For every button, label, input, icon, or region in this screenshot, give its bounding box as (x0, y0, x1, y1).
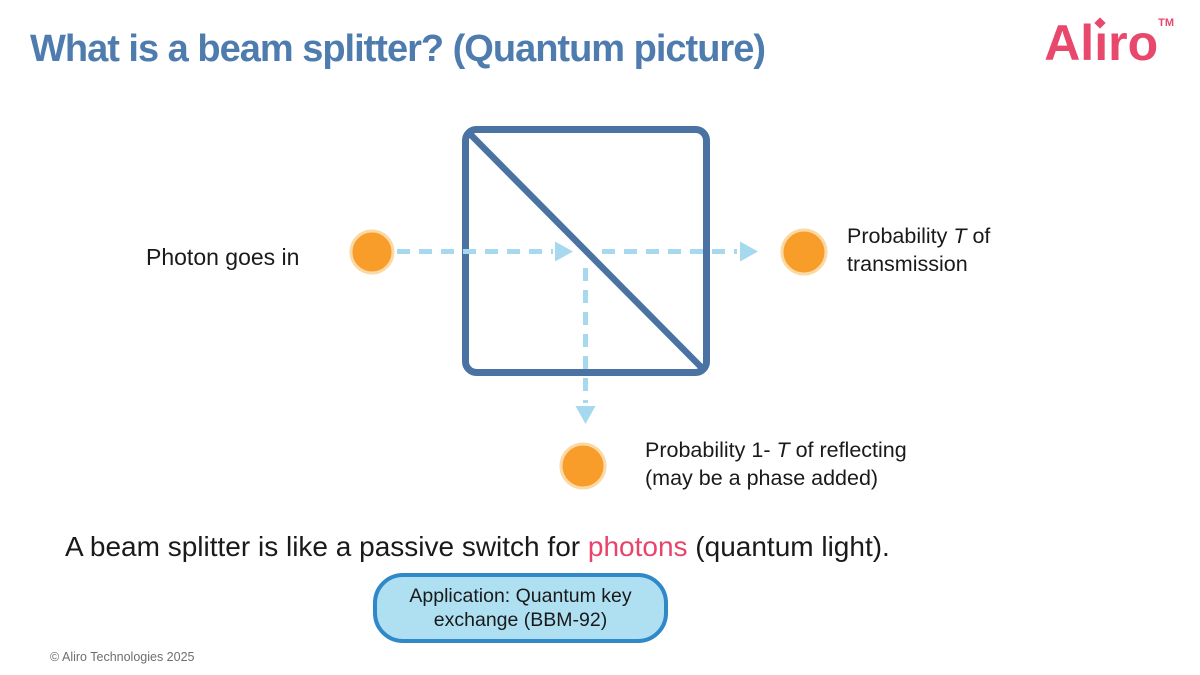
photon-reflected-dot-icon (559, 442, 607, 490)
summary-sentence: A beam splitter is like a passive switch… (65, 531, 890, 563)
photon-transmitted-dot-icon (780, 228, 828, 276)
logo-trademark: TM (1158, 17, 1174, 29)
summary-text: A beam splitter is like a passive switch… (65, 531, 588, 562)
logo-i-stem-glyph: ı (1094, 15, 1109, 71)
transmission-label-line1: Probability T of (847, 222, 990, 250)
logo-i-stem: ı (1094, 15, 1109, 71)
arrow-down-icon (575, 406, 596, 424)
logo-text-part1: Al (1044, 15, 1095, 71)
reflection-label: Probability 1- T of reflecting (may be a… (645, 436, 907, 492)
reflection-text: of reflecting (789, 438, 907, 462)
photon-in-dot-icon (349, 229, 395, 275)
transmission-text: of (966, 224, 991, 248)
summary-text: (quantum light). (687, 531, 890, 562)
transmission-T-variable: T (953, 224, 967, 248)
photon-in-label: Photon goes in (146, 244, 300, 270)
transmission-label-line2: transmission (847, 252, 968, 276)
reflection-T-variable: T (776, 438, 790, 462)
reflection-text: Probability 1- (645, 438, 777, 462)
transmission-text: Probability (847, 224, 954, 248)
application-callout-box: Application: Quantum key exchange (BBM-9… (373, 573, 668, 643)
page-title: What is a beam splitter? (Quantum pictur… (30, 28, 766, 70)
reflection-label-line1: Probability 1- T of reflecting (645, 436, 907, 464)
arrow-right-icon (740, 241, 758, 262)
transmission-label: Probability T of transmission (847, 222, 990, 278)
logo-text-part2: ro (1108, 15, 1159, 71)
reflection-label-line2: (may be a phase added) (645, 466, 879, 490)
beam-splitter-diagonal (467, 131, 705, 371)
copyright-notice: © Aliro Technologies 2025 (50, 650, 195, 664)
summary-photons-highlight: photons (587, 531, 688, 562)
application-callout-text: Application: Quantum key exchange (BBM-9… (409, 585, 632, 631)
arrow-right-icon (555, 241, 573, 262)
